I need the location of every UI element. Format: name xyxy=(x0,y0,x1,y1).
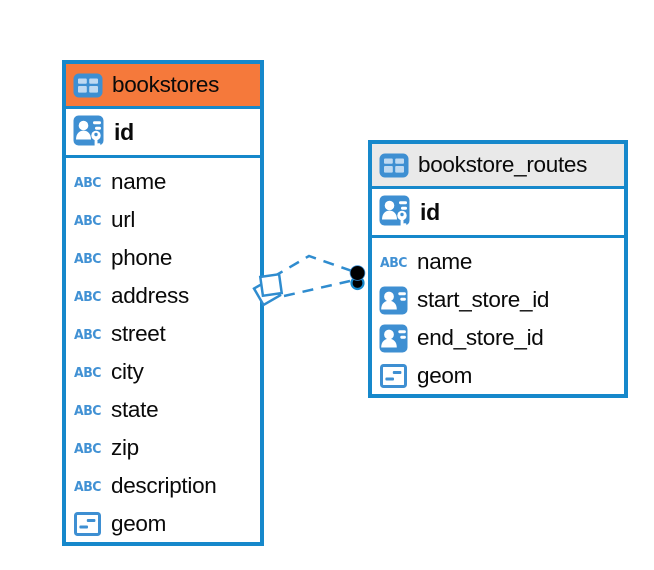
column-name: geom xyxy=(111,511,167,536)
column-name: start_store_id xyxy=(417,287,550,312)
column-name: state xyxy=(111,397,159,422)
column-row[interactable]: ABC phone xyxy=(66,239,260,277)
primary-key-icon xyxy=(378,189,412,235)
column-row[interactable]: ABC url xyxy=(66,201,260,239)
geometry-type-icon xyxy=(378,364,409,388)
column-name: phone xyxy=(111,245,173,270)
primary-key-icon xyxy=(72,109,106,155)
column-name: geom xyxy=(417,363,473,388)
table-icon xyxy=(72,73,104,98)
relationship-line[interactable] xyxy=(272,254,353,279)
table-title: bookstore_routes xyxy=(418,152,588,177)
text-type-icon: ABC xyxy=(74,402,101,418)
text-type-icon: ABC xyxy=(74,250,101,266)
column-row[interactable]: ABC city xyxy=(66,353,260,391)
column-name: end_store_id xyxy=(417,325,544,350)
geometry-type-icon xyxy=(72,512,103,536)
column-row[interactable]: ABC address xyxy=(66,277,260,315)
column-row[interactable]: ABC name xyxy=(66,163,260,201)
fk-relationship-link[interactable] xyxy=(252,254,366,307)
column-row[interactable]: ABC zip xyxy=(66,429,260,467)
text-type-icon: ABC xyxy=(74,440,101,456)
text-type-icon: ABC xyxy=(74,478,101,494)
text-type-icon: ABC xyxy=(74,288,101,304)
column-row[interactable]: geom xyxy=(372,357,624,395)
reference-type-icon xyxy=(378,286,409,315)
column-row[interactable]: geom xyxy=(66,505,260,543)
column-row[interactable]: ABC name xyxy=(372,243,624,281)
column-row[interactable]: ABC street xyxy=(66,315,260,353)
column-name: city xyxy=(111,359,144,384)
column-name: street xyxy=(111,321,166,346)
text-type-icon: ABC xyxy=(74,174,101,190)
table-title: bookstores xyxy=(112,72,220,97)
column-name: address xyxy=(111,283,189,308)
relationship-line[interactable] xyxy=(283,279,351,298)
column-name: zip xyxy=(111,435,139,460)
column-row[interactable]: ABC state xyxy=(66,391,260,429)
primary-key-name: id xyxy=(114,118,134,145)
column-row[interactable]: start_store_id xyxy=(372,281,624,319)
primary-key-name: id xyxy=(420,198,440,225)
text-type-icon: ABC xyxy=(74,212,101,228)
primary-key-row[interactable]: id xyxy=(66,109,260,158)
column-name: name xyxy=(111,169,167,194)
primary-key-row[interactable]: id xyxy=(372,189,624,238)
relationship-diamond-marker xyxy=(252,272,284,307)
text-type-icon: ABC xyxy=(74,326,101,342)
table-bookstore-routes-header[interactable]: bookstore_routes xyxy=(372,144,624,189)
relationship-dot-marker xyxy=(349,265,366,291)
column-name: name xyxy=(417,249,473,274)
column-name: description xyxy=(111,473,217,498)
text-type-icon: ABC xyxy=(380,254,407,270)
column-row[interactable]: ABC description xyxy=(66,467,260,505)
table-icon xyxy=(378,153,410,178)
text-type-icon: ABC xyxy=(74,364,101,380)
column-name: url xyxy=(111,207,136,232)
table-bookstores-header[interactable]: bookstores xyxy=(66,64,260,109)
column-row[interactable]: end_store_id xyxy=(372,319,624,357)
reference-type-icon xyxy=(378,324,409,353)
